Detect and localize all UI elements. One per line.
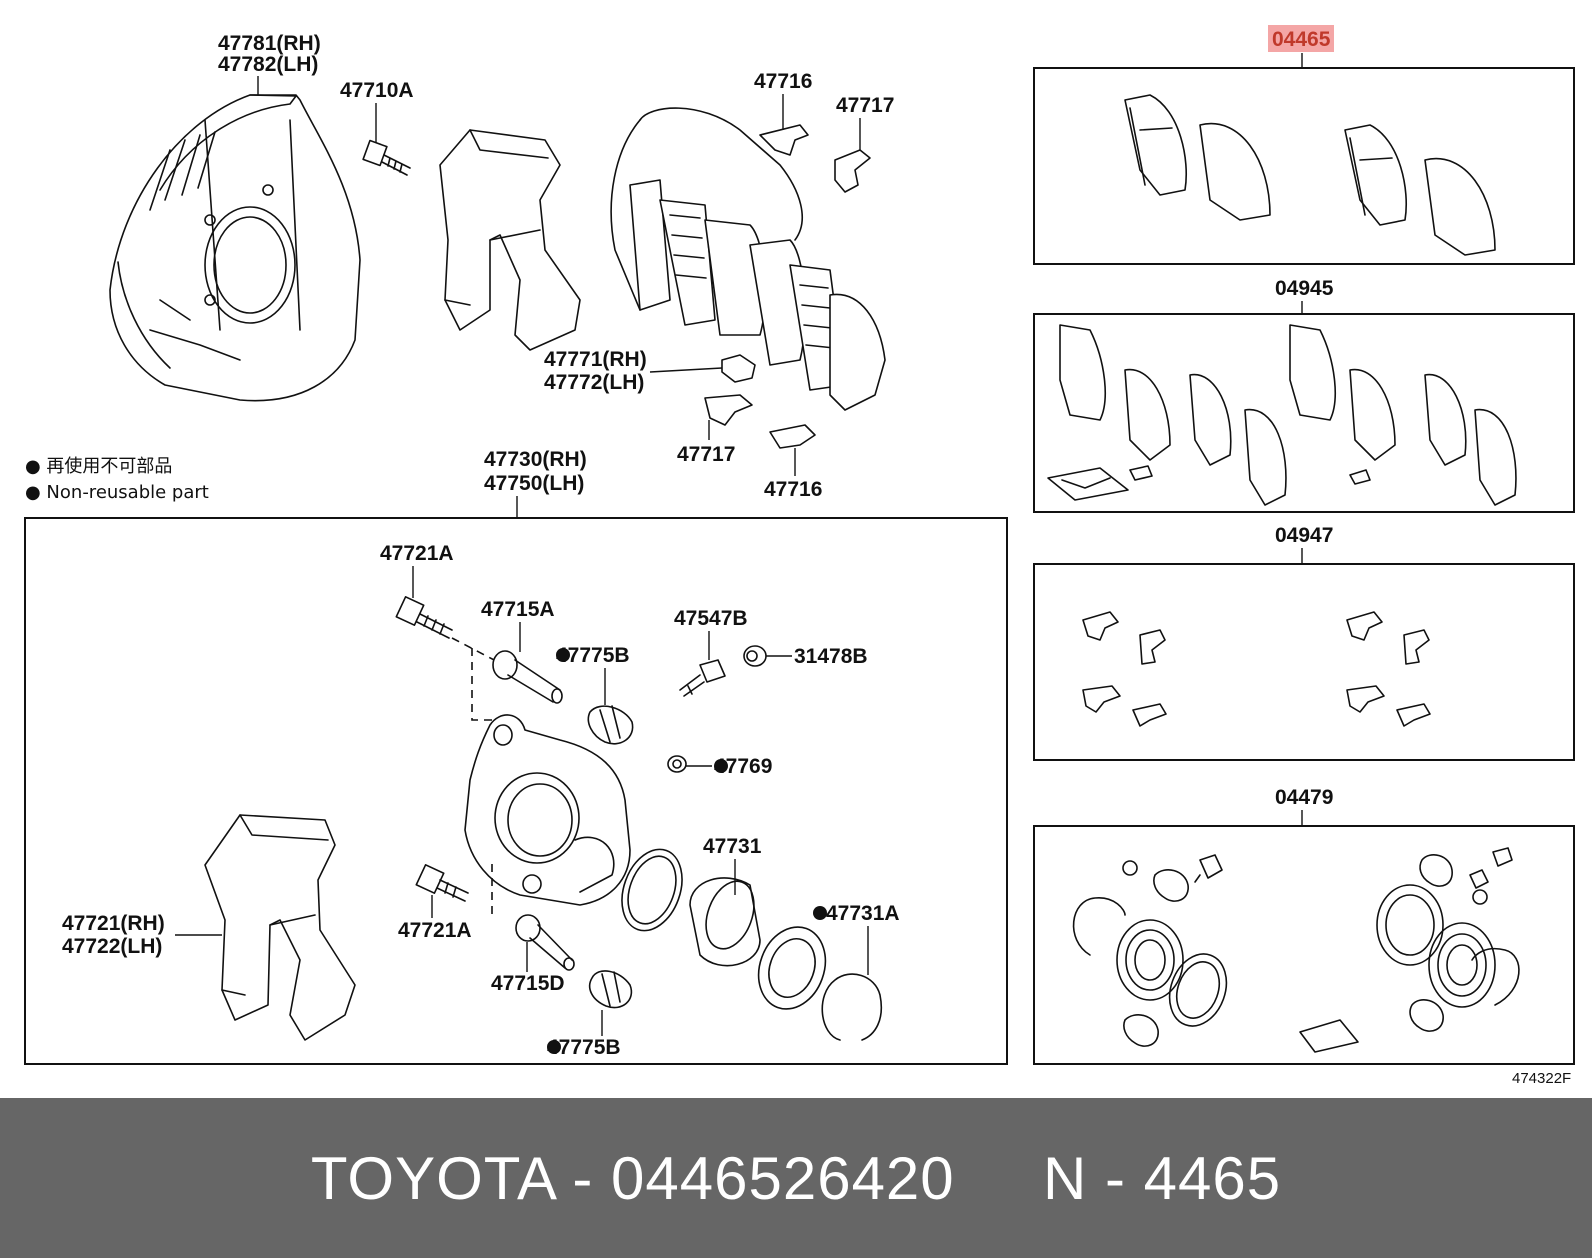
non-reusable-dot [714,759,728,773]
torque-plate-bottom-drawing [204,814,356,1041]
caliper-body-drawing [464,714,631,906]
label-47782: 47782(LH) [218,53,318,76]
clip-47716-top-drawing [759,124,809,156]
label-47721a-bottom: 47721A [398,919,472,942]
label-47710a: 47710A [340,79,414,102]
label-47781: 47781(RH) [218,32,321,55]
non-reusable-dot [813,906,827,920]
pads-top-drawing [629,179,886,411]
label-kit-04945: 04945 [1275,277,1334,300]
torque-plate-top-drawing [439,129,581,351]
clip-47717-mid-drawing [704,394,753,426]
seal-47731-drawing [621,848,683,932]
footer-bar: TOYOTA - 0446526420 N - 4465 [0,1098,1592,1258]
reference-code: 474322F [1512,1070,1571,1087]
boot-47731a-drawing [757,926,882,1041]
label-47772: 47772(LH) [544,371,644,394]
label-kit-04947: 04947 [1275,524,1333,547]
bleeder-47547b-drawing [679,659,726,697]
dust-shield-drawing [109,94,361,402]
label-31478b: 31478B [794,645,868,668]
label-47775b-top: 47775B [556,644,630,667]
kit-04479-box [1033,825,1575,1065]
kit-04945-box [1033,313,1575,513]
label-47731a: 47731A [826,902,900,925]
bolt-47710a-drawing [362,139,411,176]
kit-04945-pads-drawing [1047,324,1517,506]
label-47769: 47769 [714,755,772,778]
footer-title: TOYOTA - 0446526420 N - 4465 [310,1144,1282,1212]
non-reusable-dot [556,648,570,662]
label-47716-mid: 47716 [764,478,822,501]
kit-04465-pads-drawing [1124,94,1496,256]
clip-47716-mid-drawing [769,424,816,449]
ring-47769-drawing [667,755,687,773]
label-47722: 47722(LH) [62,935,162,958]
label-47717-top: 47717 [836,94,894,117]
label-47750: 47750(LH) [484,472,584,495]
label-47771: 47771(RH) [544,348,647,371]
pin-47715a-drawing [492,650,563,704]
label-47775b-bottom: 47775B [547,1036,621,1059]
label-47721: 47721(RH) [62,912,165,935]
parts-diagram: 47781(RH) 47782(LH) 47710A 47716 47717 4… [24,25,1575,1087]
label-47717-mid: 47717 [677,443,735,466]
clip-47717-top-drawing [834,149,871,193]
label-47715d: 47715D [491,972,565,995]
kit-04479-parts-drawing [1072,847,1520,1053]
label-kit-04465[interactable]: 04465 [1272,28,1331,51]
label-47731: 47731 [703,835,762,858]
label-47721a-top: 47721A [380,542,454,565]
kit-04947-clips-drawing [1082,611,1431,727]
legend-english: ● Non-reusable part [25,482,209,503]
label-kit-04479: 04479 [1275,786,1333,809]
kit-04465-highlight [1268,25,1334,52]
kit-04465-box [1033,67,1575,265]
legend-japanese: ● 再使用不可部品 [25,456,172,477]
shim-47771-drawing [721,354,756,383]
non-reusable-dot [547,1040,561,1054]
label-47730: 47730(RH) [484,448,587,471]
caliper-housing-top-drawing [610,107,803,311]
pin-47715d-drawing [515,914,575,971]
bolt-47721a-bottom-drawing [415,864,469,902]
caliper-assembly-box [24,517,1008,1065]
cap-31478b-drawing [743,645,767,667]
kit-04947-box [1033,563,1575,761]
label-47547b: 47547B [674,607,748,630]
bolt-47721a-top-drawing [395,596,453,639]
boot-47775b-bottom-drawing [588,970,633,1009]
boot-47775b-top-drawing [587,705,634,745]
label-47715a: 47715A [481,598,555,621]
piston-drawing [689,877,761,967]
label-47716-top: 47716 [754,70,812,93]
